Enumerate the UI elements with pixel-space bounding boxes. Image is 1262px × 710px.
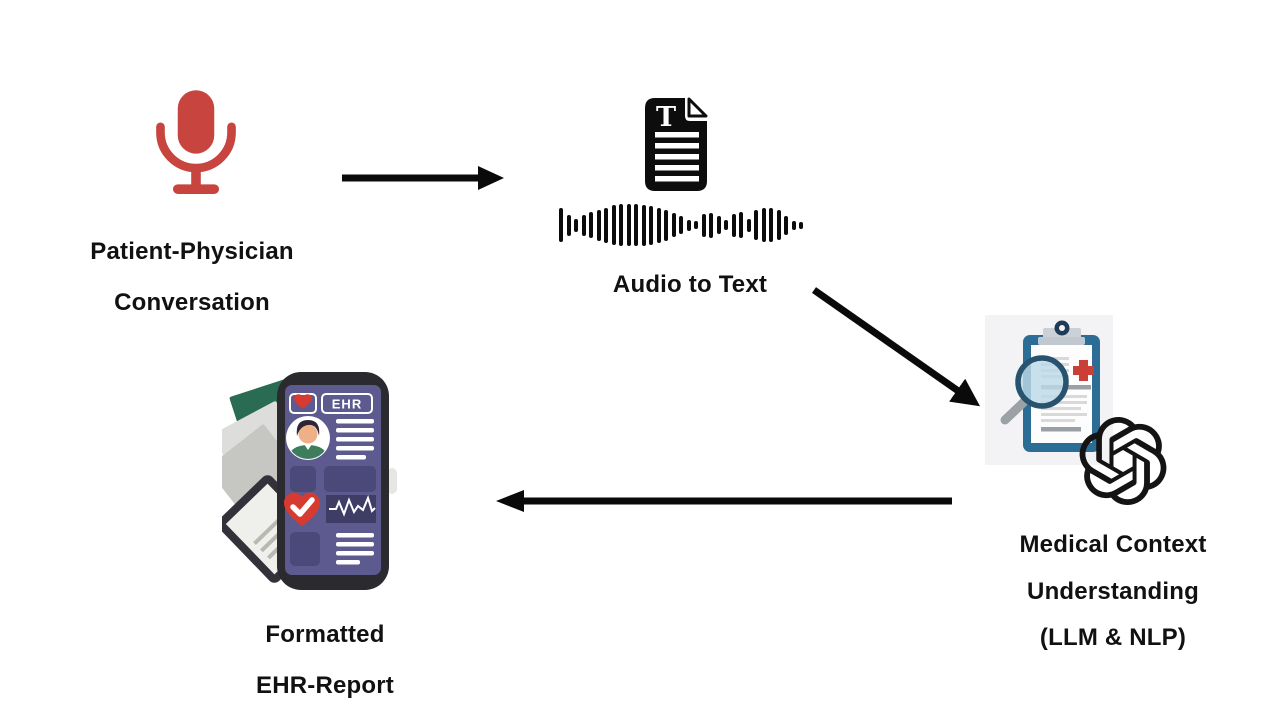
waveform-bar (739, 212, 743, 238)
waveform-bar (746, 218, 751, 232)
medical-clipboard-icon (985, 315, 1113, 465)
waveform-bar (724, 220, 728, 230)
waveform-bar (709, 212, 713, 238)
phone-text-lines-top (336, 419, 374, 460)
ehr-phone-icon: EHR (222, 372, 397, 590)
waveform-bar (566, 214, 571, 236)
waveform-bar (671, 213, 676, 237)
small-heart-icon (294, 394, 312, 409)
waveform-bar (791, 220, 796, 230)
waveform-bar (754, 210, 758, 240)
waveform-bar (761, 208, 766, 242)
waveform-bar (596, 209, 601, 241)
conversation-label-line1: Patient-Physician (90, 238, 294, 265)
ehr-label-line2: EHR-Report (256, 672, 394, 699)
phone-text-lines-bottom (336, 533, 374, 565)
ehr-report-label: Formatted EHR-Report (175, 609, 475, 710)
waveform-bar (656, 207, 661, 243)
audio-waveform-icon (559, 203, 809, 247)
arrow-audio-to-medical (811, 287, 981, 407)
waveform-bar (731, 213, 736, 237)
medical-label-line1: Medical Context (1019, 531, 1207, 558)
waveform-bar (611, 205, 616, 245)
medical-context-label: Medical Context Understanding (LLM & NLP… (955, 522, 1262, 662)
waveform-bar (769, 208, 773, 242)
heart-check-icon (284, 492, 320, 526)
waveform-bar (649, 205, 653, 245)
waveform-bar (574, 218, 578, 232)
waveform-bar (776, 210, 781, 240)
medical-cross-icon (1073, 360, 1094, 381)
waveform-bar (686, 219, 691, 231)
waveform-bar (559, 208, 563, 242)
phone-app-title: EHR (332, 397, 362, 412)
phone-ehr-badge (321, 393, 373, 414)
waveform-bar (701, 213, 706, 237)
conversation-label: Patient-Physician Conversation (22, 226, 362, 328)
waveform-bar (679, 216, 683, 234)
waveform-bar (619, 204, 623, 246)
waveform-bar (664, 209, 668, 241)
audio-to-text-label: Audio to Text (612, 271, 768, 298)
arrow-conversation-to-audio (342, 166, 504, 190)
ecg-panel (326, 495, 376, 523)
waveform-bar (784, 215, 788, 235)
waveform-bar (634, 204, 638, 246)
waveform-bar (799, 221, 803, 229)
medical-label-line2: Understanding (1027, 577, 1199, 605)
conversation-label-line2: Conversation (114, 289, 270, 316)
waveform-bar (626, 204, 631, 246)
waveform-bar (589, 212, 593, 238)
waveform-bar (641, 204, 646, 246)
magnifier-icon (1000, 355, 1069, 425)
waveform-bar (716, 216, 721, 234)
waveform-bar (694, 221, 698, 229)
microphone-icon (156, 90, 236, 194)
openai-logo-icon (1079, 417, 1167, 506)
microphone-shapes (156, 90, 236, 194)
arrow-medical-to-ehr (496, 490, 952, 512)
phone-heart-badge (289, 393, 317, 414)
document-letter: T (656, 102, 676, 133)
ehr-label-line1: Formatted (265, 621, 385, 648)
waveform-bar (581, 214, 586, 236)
text-document-icon: T (645, 97, 708, 191)
medical-label-line3: (LLM & NLP) (1039, 624, 1187, 651)
waveform-bar (604, 207, 608, 243)
